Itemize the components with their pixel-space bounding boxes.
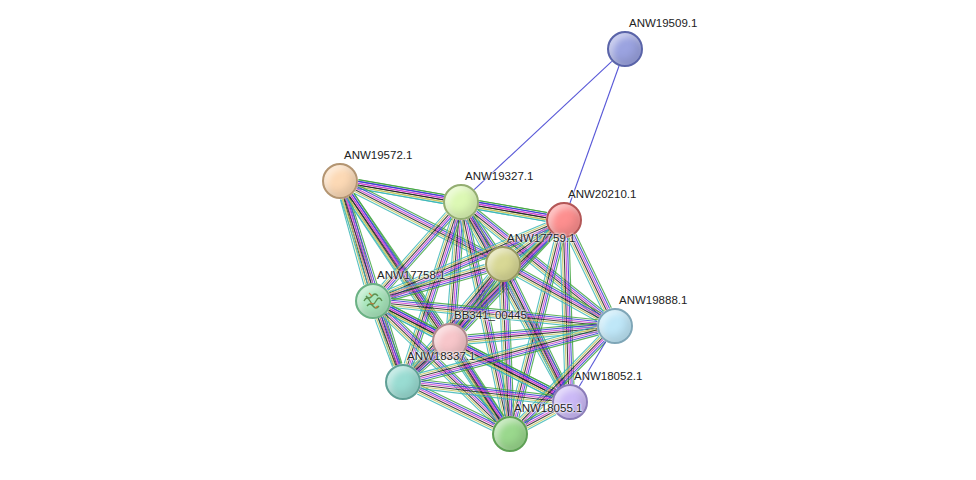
node-label: ANW19327.1 [465,170,533,182]
evidence-line [391,304,597,325]
structure-ligand [369,293,378,308]
evidence-line [346,198,398,365]
interaction-edge [420,380,552,405]
evidence-line [528,414,556,429]
node-label: ANW17758.1 [377,269,445,281]
evidence-line [519,272,600,317]
evidence-line [467,347,555,392]
evidence-line [421,385,552,401]
node-circle [485,246,521,282]
evidence-line [343,199,395,366]
evidence-line [568,238,603,312]
evidence-line [420,389,551,405]
evidence-line [475,214,601,315]
evidence-line [515,278,566,384]
node-circle [443,184,479,220]
evidence-line [521,269,602,314]
interaction-edge [570,66,619,203]
node-label: ANW19572.1 [344,149,412,161]
evidence-line [421,387,552,403]
structure-ribbon [364,294,382,308]
node-circle [597,308,633,344]
evidence-line [375,319,393,366]
protein-node: ANW17758.1 [355,283,391,319]
node-label: ANW18052.1 [574,370,642,382]
protein-node: ANW18055.1 [492,416,528,452]
node-label: ANW17759.1 [507,232,575,244]
interaction-edge [357,180,547,222]
node-label: ANW19509.1 [629,17,697,29]
node-circle [385,364,421,400]
interaction-edge [560,238,574,384]
protein-node: ANW19572.1 [322,163,358,199]
structure-icon [355,283,391,319]
evidence-line [478,210,546,222]
evidence-line [383,317,494,425]
node-label: BB341_00445 [454,309,527,321]
node-circle [492,416,528,452]
evidence-line [570,66,619,203]
interaction-edge [390,298,597,328]
protein-node: ANW17759.1 [485,246,521,282]
node-label: ANW18337.1 [407,350,475,362]
evidence-line [573,236,608,310]
interaction-edge [517,269,602,321]
evidence-line [378,318,396,365]
evidence-line [527,413,555,428]
evidence-line [576,234,611,307]
evidence-line [518,274,599,319]
evidence-line [560,238,565,384]
protein-node: ANW19509.1 [607,31,643,67]
evidence-line [391,306,597,327]
node-circle [607,31,643,67]
node-label: ANW18055.1 [514,402,582,414]
node-circle [355,283,391,319]
protein-node: ANW18337.1 [385,364,421,400]
evidence-line [391,302,597,323]
node-label: ANW19888.1 [619,294,687,306]
protein-node: ANW19327.1 [443,184,479,220]
evidence-line [520,270,601,315]
evidence-line [418,392,493,428]
protein-node: ANW19888.1 [597,308,633,344]
node-label: ANW20210.1 [568,188,636,200]
evidence-line [417,394,492,430]
node-circle [322,163,358,199]
evidence-line [574,235,609,309]
